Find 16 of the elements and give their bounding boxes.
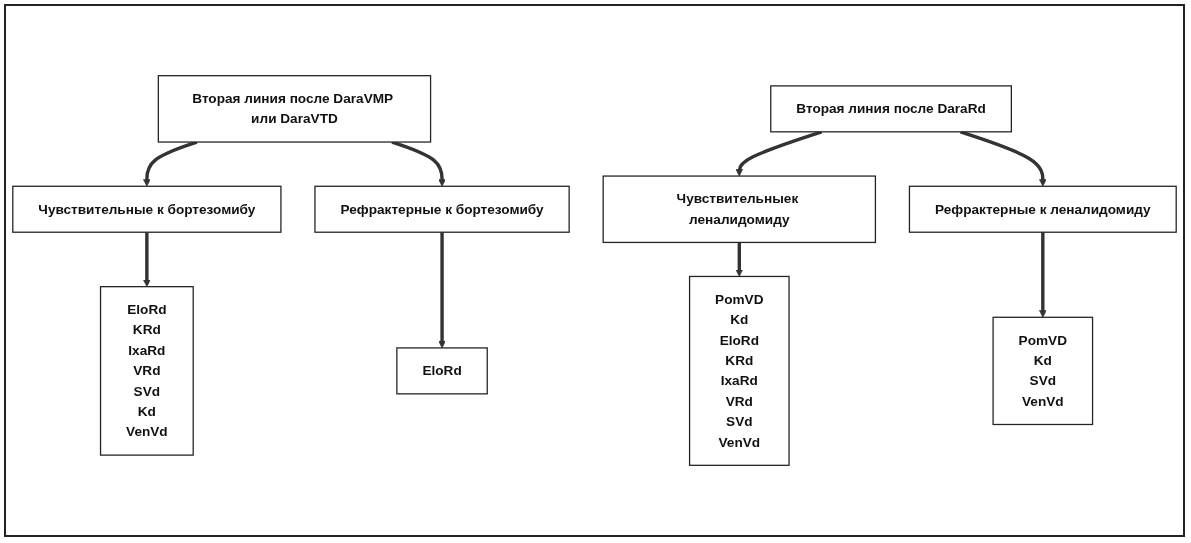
arrow [735,130,823,177]
node-box: EloRd [396,347,488,395]
node-box: Рефрактерные к леналидомиду [908,185,1177,233]
arrow [143,232,151,287]
arrow [1039,232,1047,318]
arrow [438,232,446,349]
node-box: Чувствительные к бортезомибу [12,185,282,233]
node-box: Рефрактерные к бортезомибу [314,185,570,233]
arrow [735,242,744,277]
node-box: Вторая линия после DaraRd [770,85,1012,133]
node-box: Вторая линия после DaraVMP или DaraVTD [157,75,432,143]
arrow [959,130,1047,187]
node-box: Чувствительныек леналидомиду [602,175,877,244]
node-box: EloRd KRd IxaRd VRd SVd Kd VenVd [99,286,194,456]
node-box: PomVD Kd EloRd KRd IxaRd VRd SVd VenVd [688,275,790,466]
node-box: PomVD Kd SVd VenVd [992,316,1094,426]
